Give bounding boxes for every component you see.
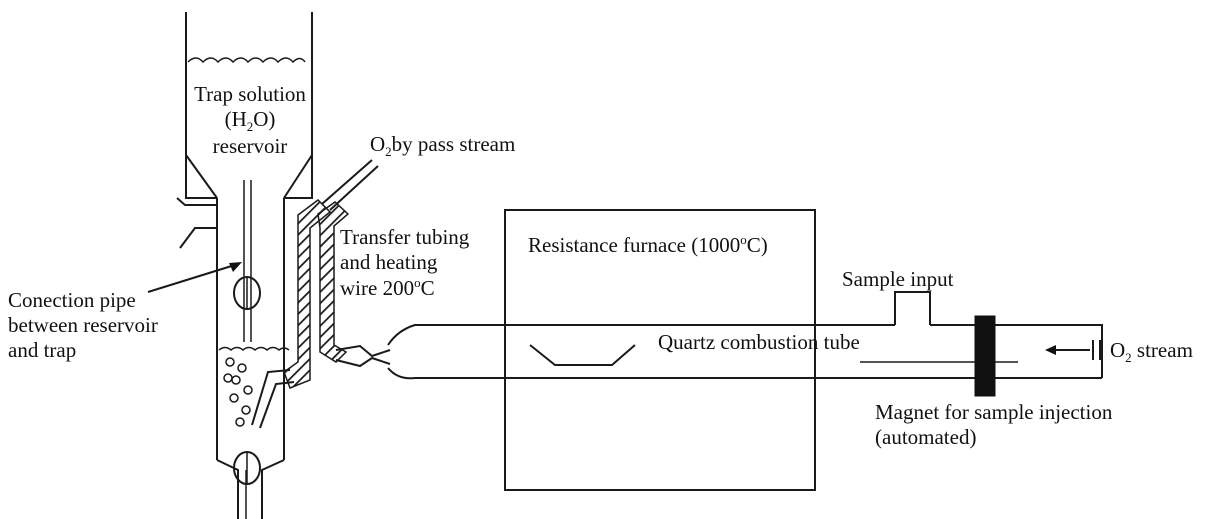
- transfer-tubing: [283, 159, 391, 389]
- connection-pipe-line1: Conection pipe: [8, 288, 136, 312]
- magnet-label-line2: (automated): [875, 424, 977, 449]
- magnet-label: Magnet for sample injection (automated): [875, 400, 1112, 450]
- reservoir-h-subscript: 2: [246, 118, 254, 134]
- reservoir-funnel: [185, 154, 313, 199]
- reservoir-label-line3: reservoir: [212, 134, 288, 159]
- combustion-tube-label: Quartz combustion tube: [658, 330, 860, 354]
- transfer-label-line2: and heating: [340, 249, 438, 274]
- oxygen-stream-inlet: [1045, 340, 1101, 360]
- bypass-label: O2by pass stream: [370, 132, 516, 160]
- upper-stopcock: [233, 276, 261, 310]
- bypass-text: by pass stream: [391, 132, 516, 156]
- o2-stream-label: O2 stream: [1110, 338, 1193, 366]
- gas-bubbles: [223, 357, 253, 427]
- connection-pipe-line2: between reservoir: [8, 312, 158, 337]
- reservoir-label-line1: Trap solution: [194, 82, 306, 106]
- furnace-label: Resistance furnace (1000oC): [528, 232, 768, 257]
- transfer-label: Transfer tubing and heating wire 200oC: [340, 225, 469, 300]
- trap-column: [176, 180, 290, 519]
- reservoir-vessel: [185, 12, 313, 199]
- resistance-furnace: [504, 209, 816, 491]
- connection-pipe-pointer: [147, 262, 242, 293]
- sample-input-label: Sample input: [842, 267, 954, 291]
- transfer-label-line3: wire 200oC: [340, 274, 435, 300]
- magnet-label-line1: Magnet for sample injection: [875, 400, 1113, 424]
- connection-pipe-line3: and trap: [8, 337, 77, 362]
- reservoir-label-line2: (H2O): [224, 106, 276, 134]
- lower-stopcock: [233, 451, 261, 485]
- connection-pipe-label: Conection pipe between reservoir and tra…: [8, 288, 158, 362]
- injection-magnet: [974, 315, 996, 397]
- transfer-label-line1: Transfer tubing: [340, 225, 470, 249]
- bypass-o-subscript: 2: [385, 144, 392, 160]
- reservoir-label: Trap solution (H2O) reservoir: [188, 82, 312, 159]
